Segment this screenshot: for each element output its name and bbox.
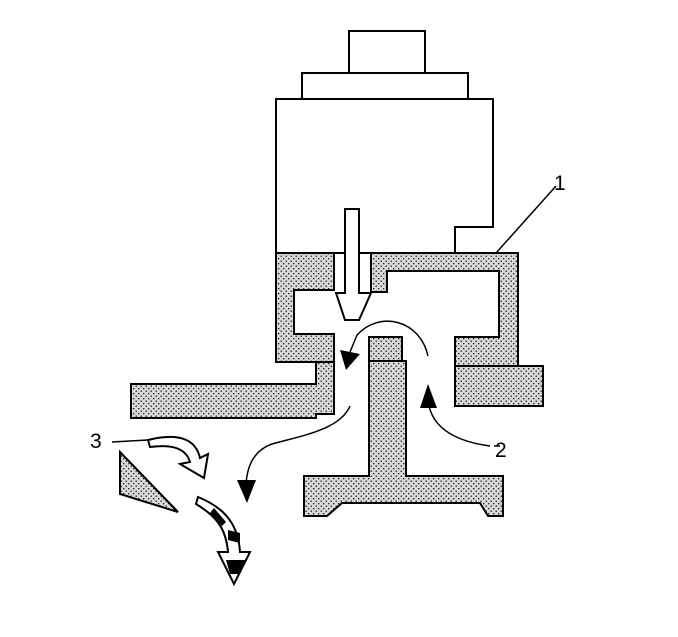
housing-left-wall [275,252,335,363]
callout-3-leader [111,439,149,443]
t-shaped-passage [303,360,504,517]
striped-arrow-band-2 [228,530,240,543]
over-seat-flow-curve [349,320,429,357]
hollow-flow-arrow [146,435,210,480]
striped-arrow-band-3 [226,560,246,574]
exhaust-flow-arrowhead [237,480,256,503]
actuator-housing [275,98,494,254]
left-base-plate [130,361,335,419]
striped-flow-arrow [194,495,252,587]
upper-collar [301,72,469,100]
exhaust-flow-curve [245,405,351,486]
triangle-fragment [119,449,179,513]
inlet-flow-arrowhead [420,384,437,408]
housing-right-wall [370,252,519,367]
striped-arrow-band-1 [210,508,226,526]
callout-1-leader [495,185,557,254]
callout-1-label: 1 [554,172,566,195]
right-base-block [454,365,544,407]
top-cap [348,30,426,74]
over-seat-flow-arrowhead [340,350,360,370]
callout-3-label: 3 [90,430,102,453]
valve-seat-cap [368,336,403,362]
callout-2-label: 2 [495,439,507,462]
pintle-arrow [334,208,373,321]
